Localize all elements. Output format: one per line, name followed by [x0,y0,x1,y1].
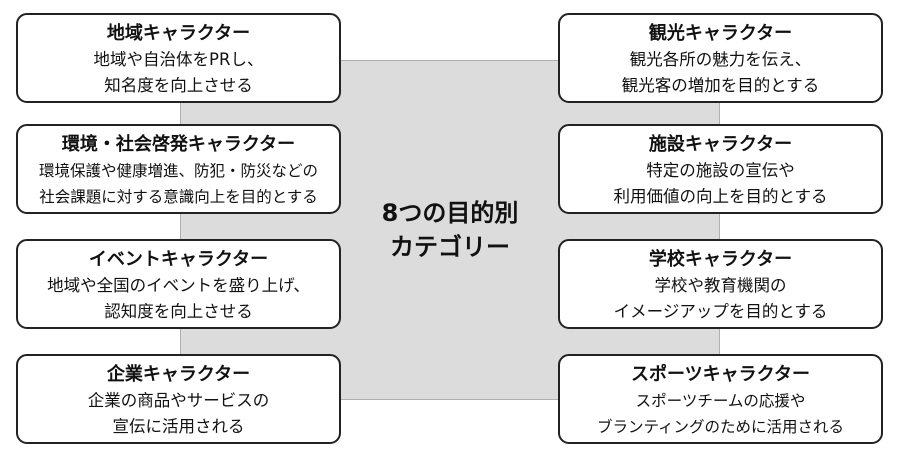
category-description: 観光客の増加を目的とする [621,76,820,95]
category-title: スポーツキャラクター [631,364,810,385]
category-title: 観光キャラクター [648,23,793,44]
category-description: 社会課題に対する意識向上を目的とする [39,188,318,206]
category-description: 地域や自治体をPRし、 [93,50,264,69]
category-description: スポーツチームの応援や [635,392,806,410]
center-title-line1: 8つの目的別 [381,199,519,227]
center-title-line2: カテゴリー [390,233,510,261]
center-panel [180,60,720,400]
category-description: イメージアップを目的とする [613,302,828,321]
category-card-sports: スポーツキャラクター スポーツチームの応援や ブランティングのために活用される [558,354,883,444]
category-description: 認知度を向上させる [104,302,253,321]
category-title: 環境・社会啓発キャラクター [61,134,296,155]
category-card-regional: 地域キャラクター 地域や自治体をPRし、 知名度を向上させる [16,13,341,103]
category-card-social-awareness: 環境・社会啓発キャラクター 環境保護や健康増進、防犯・防災などの 社会課題に対す… [16,124,341,214]
category-card-tourism: 観光キャラクター 観光各所の魅力を伝え、 観光客の増加を目的とする [558,13,883,103]
category-description: 知名度を向上させる [104,76,253,95]
category-card-facility: 施設キャラクター 特定の施設の宣伝や 利用価値の向上を目的とする [558,124,883,214]
category-description: 環境保護や健康増進、防犯・防災などの [38,162,318,180]
category-description: 地域や全国のイベントを盛り上げ、 [47,276,310,295]
category-description: 利用価値の向上を目的とする [613,187,828,206]
category-description: 企業の商品やサービスの [87,391,270,410]
category-title: 企業キャラクター [106,364,251,385]
category-title: 施設キャラクター [648,134,793,155]
category-description: ブランティングのために活用される [596,418,845,436]
center-title: 8つの目的別 カテゴリー [330,196,570,264]
category-card-event: イベントキャラクター 地域や全国のイベントを盛り上げ、 認知度を向上させる [16,239,341,329]
category-card-corporate: 企業キャラクター 企業の商品やサービスの 宣伝に活用される [16,354,341,444]
category-title: 学校キャラクター [648,249,793,270]
category-description: 特定の施設の宣伝や [646,161,795,180]
category-description: 宣伝に活用される [112,417,245,436]
category-title: イベントキャラクター [88,249,269,270]
category-description: 観光各所の魅力を伝え、 [629,50,812,69]
category-description: 学校や教育機関の [654,276,787,295]
category-card-school: 学校キャラクター 学校や教育機関の イメージアップを目的とする [558,239,883,329]
category-title: 地域キャラクター [106,23,251,44]
